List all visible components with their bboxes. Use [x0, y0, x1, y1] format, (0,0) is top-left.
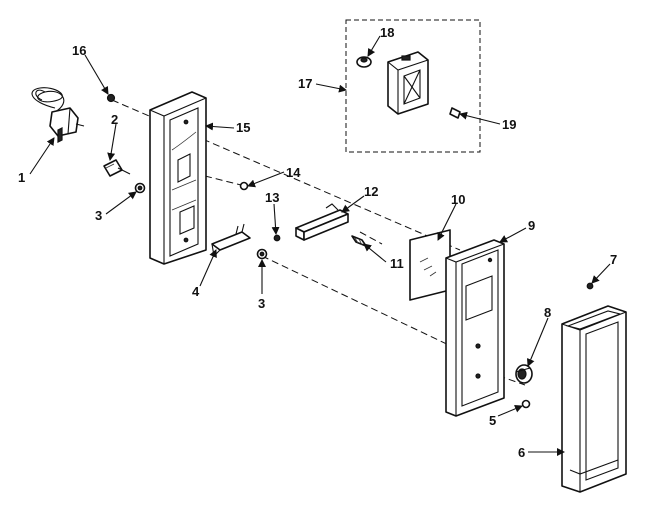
label-part-8: 8: [544, 305, 551, 320]
control-bracket-17: [387, 51, 429, 115]
label-part-3-upper: 3: [95, 208, 102, 223]
label-part-18: 18: [380, 25, 394, 40]
label-part-13: 13: [265, 190, 279, 205]
label-part-4: 4: [192, 284, 200, 299]
part-17-group: [345, 19, 481, 153]
label-part-3-lower: 3: [258, 296, 265, 311]
part-labels: 16 1 2 3 15 14 13 4 3 12 11 10 9 18 17 1…: [18, 25, 617, 460]
shaft-2: [103, 159, 131, 177]
screw-7: [586, 282, 594, 290]
label-part-16: 16: [72, 43, 86, 58]
label-part-15: 15: [236, 120, 250, 135]
screw-13: [273, 234, 281, 242]
label-part-10: 10: [451, 192, 465, 207]
screw-14: [239, 181, 249, 191]
label-part-14: 14: [286, 165, 301, 180]
screw-5: [521, 399, 531, 409]
switch-bracket-4: [211, 223, 251, 258]
knob-18: [356, 56, 372, 68]
nut-3-upper: [134, 182, 146, 194]
thermostat-control: [31, 87, 85, 143]
leader-lines: [29, 35, 611, 456]
latch-lever-12: [295, 203, 349, 241]
label-part-12: 12: [364, 184, 378, 199]
label-part-7: 7: [610, 252, 617, 267]
label-part-19: 19: [502, 117, 516, 132]
nut-3-lower: [256, 248, 268, 260]
label-part-2: 2: [111, 112, 118, 127]
label-part-11: 11: [390, 256, 404, 271]
window-glass-10: [409, 229, 451, 301]
screw-16: [106, 93, 116, 103]
trim-frame-6: [561, 305, 627, 493]
knob-8: [515, 364, 533, 384]
label-part-17: 17: [298, 76, 312, 91]
label-part-1: 1: [18, 170, 25, 185]
label-part-9: 9: [528, 218, 535, 233]
label-part-5: 5: [489, 413, 496, 428]
control-panel-face-9: [445, 239, 505, 417]
control-panel-bracket: [149, 91, 207, 265]
screw-19: [449, 107, 461, 119]
label-part-6: 6: [518, 445, 525, 460]
